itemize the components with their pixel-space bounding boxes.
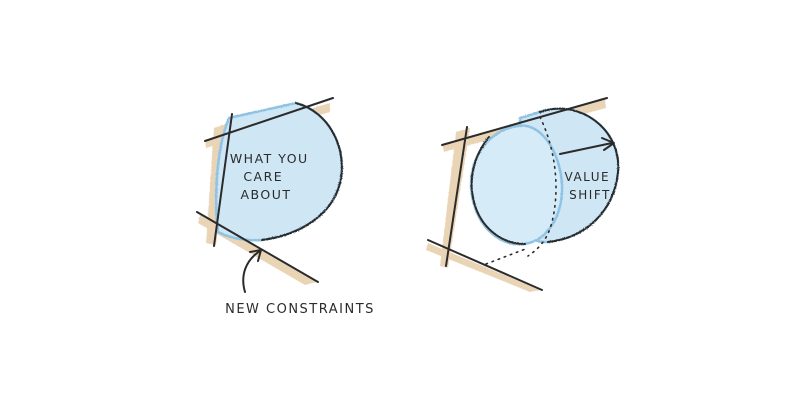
right-top-constraint-line [441,97,608,146]
care-about-label-line-2: CARE [243,169,283,184]
left-bottom-constraint-line [196,211,319,283]
right-vertical-constraint-line [445,126,468,267]
care-about-label-line-1: WHAT YOU [230,151,309,166]
value-shift-arrow-head [601,137,615,151]
constraints-arrow-head [249,249,262,262]
left-panel: WHAT YOU CARE ABOUT NEW CONSTRAINTS [196,97,375,317]
right-panel: VALUE SHIFT [426,97,620,292]
constraints-arrow [242,250,261,293]
original-region-outline [470,136,526,245]
shifted-region-outline [539,107,620,243]
care-about-label-line-3: ABOUT [240,187,291,202]
care-about-blob-outline [261,102,343,241]
right-bottom-constraint-line [427,239,543,291]
value-shift-arrow [559,142,613,155]
new-constraints-caption: NEW CONSTRAINTS [225,302,375,317]
value-shift-label-line-1: VALUE [565,170,611,184]
value-shift-label: VALUE SHIFT [565,170,616,202]
left-top-constraint-line [204,97,334,142]
old-constraint-dotted [485,247,529,265]
care-about-label: WHAT YOU CARE ABOUT [230,151,314,202]
value-shift-label-line-2: SHIFT [569,188,611,202]
